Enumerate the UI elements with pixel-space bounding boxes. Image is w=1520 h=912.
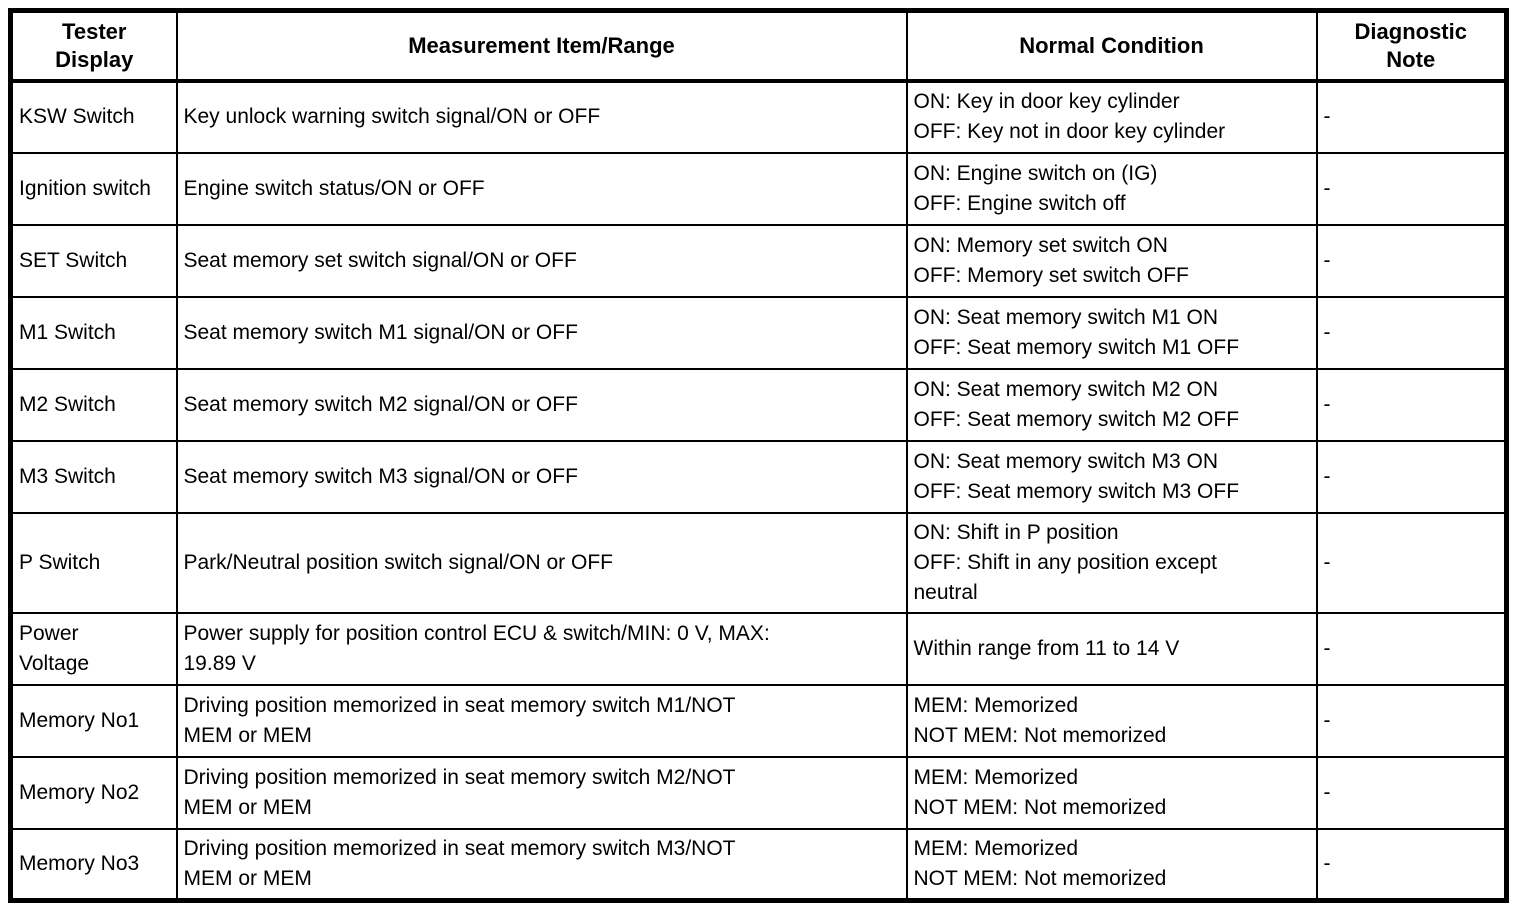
measurement-cell: Key unlock warning switch signal/ON or O… [175,79,908,154]
note-cell: - [1315,755,1508,830]
note-cell: - [1315,295,1508,370]
measurement-cell: Seat memory switch M3 signal/ON or OFF [175,439,908,514]
note-cell: - [1315,827,1508,902]
tester-display-cell: M3 Switch [9,439,178,514]
condition-cell: ON: Seat memory switch M3 ON OFF: Seat m… [905,439,1318,514]
table-row: M2 Switch Seat memory switch M2 signal/O… [9,367,1508,442]
measurement-cell: Park/Neutral position switch signal/ON o… [175,511,908,614]
table-row: Memory No1 Driving position memorized in… [9,683,1508,758]
header-row: Tester Display Measurement Item/Range No… [9,9,1508,83]
note-cell: - [1315,511,1508,614]
table-row: P Switch Park/Neutral position switch si… [9,511,1508,614]
tester-display-cell: SET Switch [9,223,178,298]
col-header-measurement-item-range: Measurement Item/Range [175,9,908,83]
condition-cell: MEM: Memorized NOT MEM: Not memorized [905,827,1318,902]
table-row: KSW Switch Key unlock warning switch sig… [9,79,1508,154]
measurement-cell: Seat memory set switch signal/ON or OFF [175,223,908,298]
measurement-cell: Driving position memorized in seat memor… [175,827,908,902]
tester-display-cell: KSW Switch [9,79,178,154]
tester-display-cell: P Switch [9,511,178,614]
table-row: Power Voltage Power supply for position … [9,611,1508,686]
note-cell: - [1315,439,1508,514]
condition-cell: ON: Seat memory switch M2 ON OFF: Seat m… [905,367,1318,442]
tester-display-cell: M2 Switch [9,367,178,442]
table-row: Memory No2 Driving position memorized in… [9,755,1508,830]
note-cell: - [1315,223,1508,298]
tester-display-cell: Memory No2 [9,755,178,830]
condition-cell: Within range from 11 to 14 V [905,611,1318,686]
tester-display-cell: M1 Switch [9,295,178,370]
note-cell: - [1315,79,1508,154]
col-header-normal-condition: Normal Condition [905,9,1318,83]
tester-display-cell: Memory No3 [9,827,178,902]
condition-cell: ON: Seat memory switch M1 ON OFF: Seat m… [905,295,1318,370]
tester-display-cell: Ignition switch [9,151,178,226]
note-cell: - [1315,611,1508,686]
condition-cell: ON: Engine switch on (IG) OFF: Engine sw… [905,151,1318,226]
condition-cell: ON: Shift in P position OFF: Shift in an… [905,511,1318,614]
tester-display-cell: Power Voltage [9,611,178,686]
measurement-cell: Driving position memorized in seat memor… [175,755,908,830]
measurement-cell: Driving position memorized in seat memor… [175,683,908,758]
table-row: Memory No3 Driving position memorized in… [9,827,1508,902]
condition-cell: MEM: Memorized NOT MEM: Not memorized [905,683,1318,758]
condition-cell: MEM: Memorized NOT MEM: Not memorized [905,755,1318,830]
table-row: Ignition switch Engine switch status/ON … [9,151,1508,226]
condition-cell: ON: Memory set switch ON OFF: Memory set… [905,223,1318,298]
note-cell: - [1315,683,1508,758]
table-row: M3 Switch Seat memory switch M3 signal/O… [9,439,1508,514]
diagnostic-data-table: Tester Display Measurement Item/Range No… [8,8,1509,903]
tester-display-cell: Memory No1 [9,683,178,758]
measurement-cell: Power supply for position control ECU & … [175,611,908,686]
col-header-tester-display: Tester Display [9,9,178,83]
measurement-cell: Seat memory switch M2 signal/ON or OFF [175,367,908,442]
note-cell: - [1315,367,1508,442]
table-row: M1 Switch Seat memory switch M1 signal/O… [9,295,1508,370]
condition-cell: ON: Key in door key cylinder OFF: Key no… [905,79,1318,154]
note-cell: - [1315,151,1508,226]
col-header-diagnostic-note: Diagnostic Note [1315,9,1508,83]
measurement-cell: Engine switch status/ON or OFF [175,151,908,226]
table-row: SET Switch Seat memory set switch signal… [9,223,1508,298]
measurement-cell: Seat memory switch M1 signal/ON or OFF [175,295,908,370]
